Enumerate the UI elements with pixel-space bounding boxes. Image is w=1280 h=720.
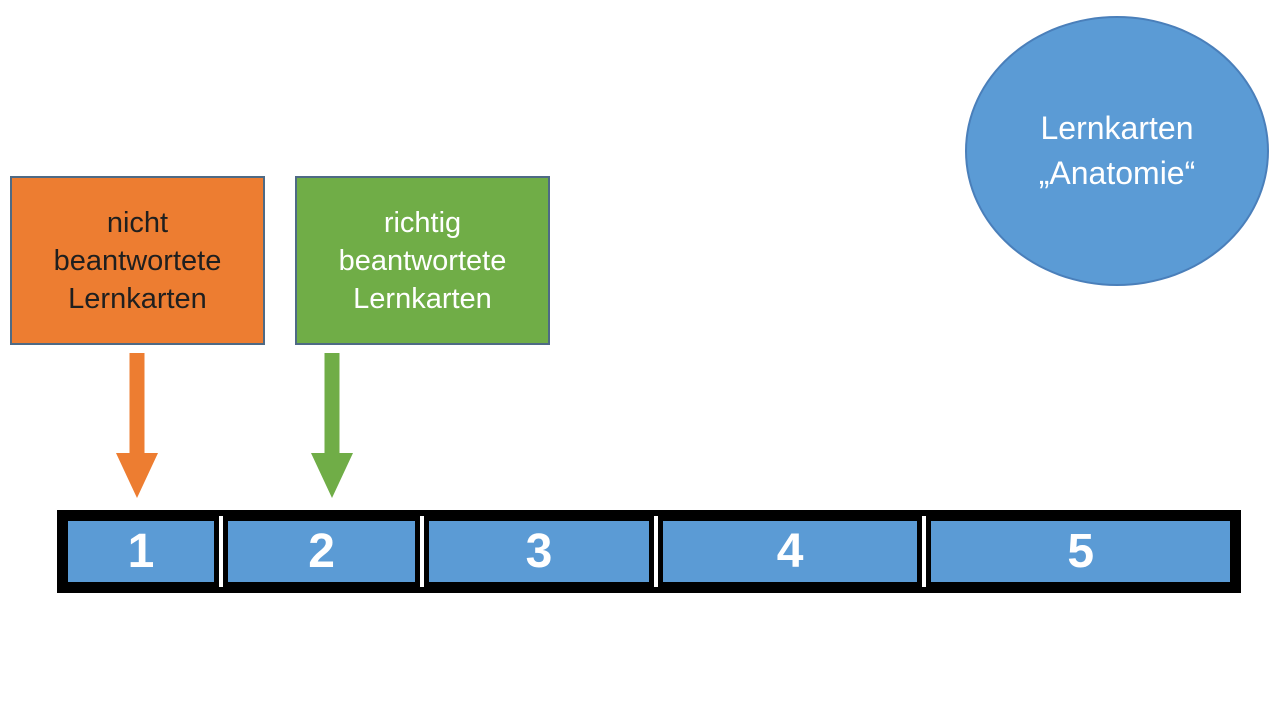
down-arrow-not-answered-icon [116, 353, 158, 498]
leitner-box-2: 2 [222, 516, 421, 587]
not-answered-box: nicht beantwortete Lernkarten [10, 176, 265, 345]
deck-ellipse: Lernkarten „Anatomie“ [965, 16, 1269, 286]
answered-box-line2: beantwortete [338, 244, 507, 277]
leitner-box-5: 5 [926, 516, 1236, 587]
answered-box-line3: Lernkarten [353, 282, 492, 315]
leitner-box-1: 1 [63, 516, 219, 587]
not-answered-box-line3: Lernkarten [68, 282, 207, 315]
answered-box-line1: richtig [383, 206, 462, 239]
answered-box: richtig beantwortete Lernkarten [295, 176, 550, 345]
leitner-box-3: 3 [424, 516, 654, 587]
not-answered-box-line2: beantwortete [53, 244, 222, 277]
down-arrow-answered-icon [311, 353, 353, 498]
leitner-bar: 1 2 3 4 5 [57, 510, 1241, 593]
deck-ellipse-line1: Lernkarten [1040, 110, 1194, 146]
deck-ellipse-line2: „Anatomie“ [1038, 155, 1196, 191]
leitner-box-4: 4 [657, 516, 923, 587]
not-answered-box-line1: nicht [106, 206, 169, 239]
